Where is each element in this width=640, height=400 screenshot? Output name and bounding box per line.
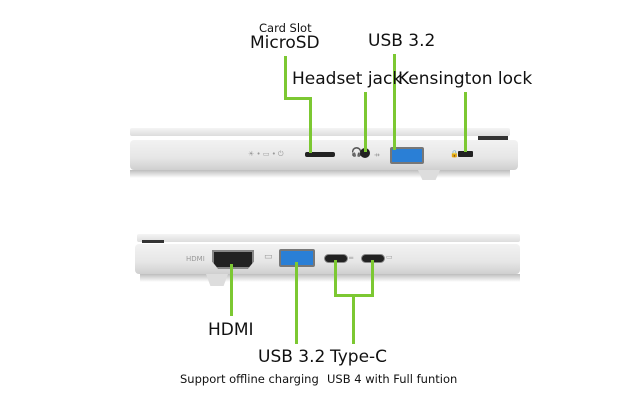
usb-label-bottom: USB 3.2 — [258, 347, 326, 367]
laptop-lid — [130, 128, 510, 136]
usb-c-icon: ═ — [349, 254, 354, 262]
callout-line — [284, 97, 312, 100]
laptop-lid — [137, 234, 520, 242]
card-slot-caption: Card Slot — [259, 21, 312, 35]
battery-charge-icon: ▭ — [264, 252, 273, 262]
hdmi-marking: HDMI — [186, 255, 205, 263]
callout-line — [309, 97, 312, 153]
display-icon: ▭ — [386, 253, 393, 261]
headset-jack — [360, 148, 370, 158]
microsd-label: MicroSD — [250, 33, 320, 53]
laptop-foot — [206, 274, 228, 286]
callout-line — [334, 260, 337, 297]
usb-note: Support offline charging — [180, 372, 319, 386]
headset-label: Headset jack — [292, 69, 403, 89]
body-shadow — [140, 274, 520, 282]
lid-gap — [478, 136, 508, 140]
callout-line — [295, 262, 298, 344]
kensington-label: Kensington lock — [398, 69, 533, 89]
laptop-foot — [418, 170, 440, 180]
usb-a-port — [390, 147, 424, 164]
callout-line — [393, 54, 396, 150]
lid-gap — [142, 240, 164, 243]
lock-icon: 🔒 — [450, 150, 459, 158]
kensington-slot — [458, 151, 473, 157]
usb-label-top: USB 3.2 — [368, 31, 436, 51]
typec-label: Type-C — [330, 347, 388, 367]
microsd-slot — [305, 152, 335, 157]
callout-line — [371, 260, 374, 297]
hdmi-label: HDMI — [208, 320, 254, 340]
callout-line — [352, 294, 355, 344]
status-led-icons: ☀ • ▭ • ⏻ — [248, 150, 284, 158]
hdmi-port — [212, 250, 254, 269]
headset-icon: 🎧 — [351, 148, 363, 158]
callout-line — [464, 92, 467, 152]
usb-icon: ⇸ — [374, 151, 380, 159]
typec-note: USB 4 with Full funtion — [327, 372, 458, 386]
callout-line — [364, 92, 367, 152]
body-shadow — [130, 170, 510, 178]
callout-line — [230, 264, 233, 316]
callout-line — [284, 56, 287, 99]
